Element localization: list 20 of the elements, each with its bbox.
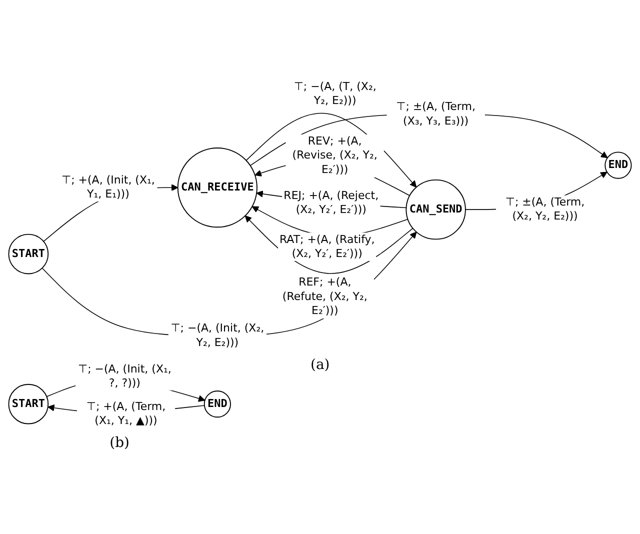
edge-label: REJ; +(A, (Reject, (X₂, Y₂′, E₂′))) bbox=[284, 190, 379, 217]
node-circle: CAN_SEND bbox=[406, 180, 466, 240]
edge-label: REF; +(A, (Refute, (X₂, Y₂, E₂′))) bbox=[282, 276, 368, 318]
arrow bbox=[246, 112, 417, 188]
edge-label: ⊤; −(A, (T, (X₂, Y₂, E₂))) bbox=[294, 80, 376, 108]
edge-label: ⊤; ±(A, (Term, (X₃, Y₃, E₃))) bbox=[396, 100, 476, 128]
node-circle: START bbox=[8, 384, 49, 424]
node-circle: END bbox=[204, 390, 231, 418]
edge-label: ⊤; ±(A, (Term, (X₂, Y₂, E₂))) bbox=[505, 196, 585, 223]
edge-label: RAT; +(A, (Ratify, (X₂, Y₂′, E₂′))) bbox=[279, 234, 375, 260]
edge-label: ⊤; −(A, (Init, (X₁, ?, ?))) bbox=[78, 362, 172, 390]
node-circle: CAN_RECEIVE bbox=[177, 148, 258, 228]
node-circle: END bbox=[604, 152, 632, 179]
edge-label: ⊤; −(A, (Init, (X₂, Y₂, E₂))) bbox=[170, 322, 264, 350]
edge-label: ⊤; +(A, (Init, (X₁, Y₁, E₁))) bbox=[62, 174, 155, 202]
subfigure-label: (a) bbox=[310, 356, 330, 374]
edge-label: ⊤; +(A, (Term, (X₁, Y₁, ▲))) bbox=[86, 400, 166, 428]
subfigure-label: (b) bbox=[110, 434, 130, 452]
edge-label: REV; +(A, (Revise, (X₂, Y₂, E₂′))) bbox=[292, 135, 378, 176]
node-circle: START bbox=[8, 234, 49, 274]
